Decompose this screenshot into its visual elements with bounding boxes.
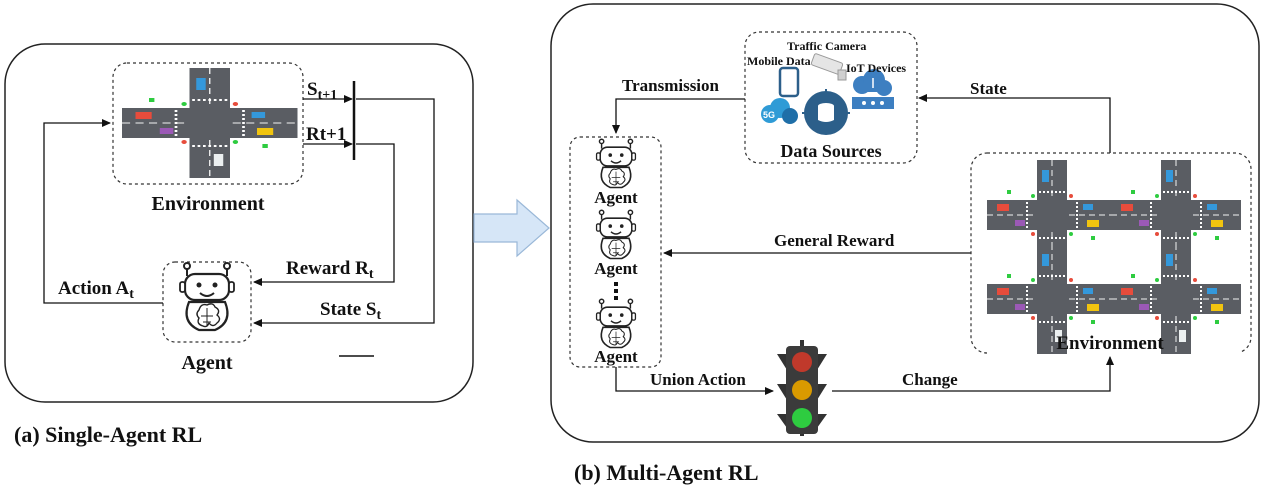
agent-icon-2	[597, 210, 636, 258]
multi-state-label: State	[970, 79, 1007, 98]
camera-icon	[810, 53, 847, 81]
multi-agent-panel	[550, 3, 1260, 443]
state-label: State St	[320, 299, 381, 323]
transmission-label: Transmission	[622, 76, 720, 95]
action-label: Action At	[58, 278, 134, 302]
mobile-data-label: Mobile Data	[747, 54, 811, 68]
union-action-label: Union Action	[650, 370, 746, 389]
iot-devices-label: IoT Devices	[846, 61, 906, 75]
multi-environment-label: Environment	[1056, 333, 1164, 354]
next-state-label: St+1	[307, 79, 337, 103]
traffic-light-icon	[777, 340, 827, 436]
data-sources-label: Data Sources	[780, 141, 881, 161]
multi-state-arrow	[918, 94, 1111, 153]
transmission-arrow	[612, 98, 745, 134]
data-sources-box	[744, 31, 918, 164]
panel-transition-arrow	[473, 198, 550, 258]
action-arrow	[43, 119, 163, 304]
reward-arrow	[253, 143, 395, 286]
agent-icon-3	[597, 299, 636, 347]
5g-cloud-icon: 5G	[761, 98, 798, 124]
change-label: Change	[902, 370, 958, 389]
multi-agent-caption: (b) Multi-Agent RL	[574, 460, 759, 485]
agent-label-2: Agent	[594, 259, 638, 278]
svg-text:5G: 5G	[763, 110, 775, 120]
union-action-arrow	[615, 367, 774, 395]
single-agent-box	[162, 261, 252, 343]
single-environment-box	[112, 62, 304, 185]
single-agent-panel	[4, 43, 474, 403]
robot-icon	[178, 261, 236, 332]
general-reward-label: General Reward	[774, 231, 895, 250]
next-reward-label: Rt+1	[306, 124, 346, 145]
ellipsis-dots	[614, 282, 618, 300]
iot-icon	[852, 69, 894, 109]
single-agent-caption: (a) Single-Agent RL	[14, 422, 203, 447]
change-arrow	[832, 356, 1114, 392]
reward-label: Reward Rt	[286, 258, 374, 282]
agent-label-1: Agent	[594, 188, 638, 207]
state-arrow	[253, 98, 435, 327]
agent-icon-1	[597, 139, 636, 187]
single-environment-label: Environment	[152, 193, 265, 215]
intersection-grid	[986, 159, 1242, 355]
traffic-camera-label: Traffic Camera	[787, 39, 866, 53]
agent-label-3: Agent	[594, 347, 638, 366]
intersection-image	[120, 66, 299, 180]
single-agent-label: Agent	[181, 352, 232, 374]
mobile-icon	[778, 66, 800, 98]
